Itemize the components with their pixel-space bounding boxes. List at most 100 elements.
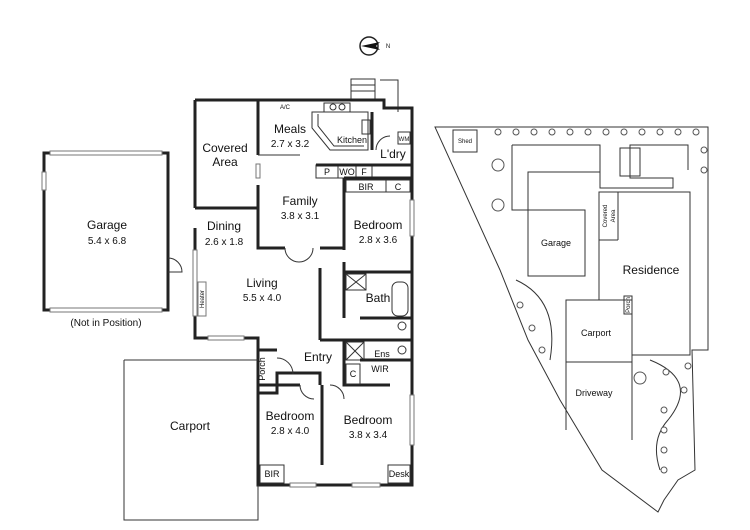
- heater-label: Heater: [200, 290, 206, 308]
- window: [255, 163, 261, 179]
- family-dims: 3.8 x 3.1: [281, 211, 320, 222]
- garage-side-door: [167, 257, 183, 273]
- tree-icon: [494, 128, 502, 136]
- cupboard-main-box: [385, 179, 411, 193]
- site-garden-curve: [515, 279, 553, 361]
- bath-vanity: [345, 273, 367, 291]
- ens-wir-wall: [342, 340, 412, 387]
- site-garden-curve: [649, 359, 681, 471]
- site-rear-deck: [619, 147, 641, 177]
- bir-main-label: BIR: [358, 182, 374, 192]
- family-double-door: [284, 247, 314, 263]
- site-shed: [452, 129, 478, 153]
- tree-icon: [491, 198, 505, 212]
- dining-dims: 2.6 x 1.8: [205, 237, 244, 248]
- ens-shower: [345, 341, 365, 361]
- site-covered-area-label: Covered: [603, 205, 609, 228]
- detached-garage: Garage 5.4 x 6.8 (Not in Position): [41, 150, 183, 329]
- compass-north-label: N: [386, 44, 390, 50]
- window: [409, 394, 415, 446]
- rear-steps: [350, 78, 376, 100]
- hall-wall: [305, 338, 344, 385]
- site-driveway: [565, 362, 633, 440]
- tree-icon: [530, 128, 538, 136]
- bedroom-3-dims: 3.8 x 3.4: [349, 430, 388, 441]
- laundry-door: [375, 135, 391, 151]
- tree-icon: [491, 158, 505, 172]
- fridge-label: F: [361, 167, 367, 177]
- ens-shower-cross: [345, 341, 365, 361]
- site-porch-label: Porch: [626, 297, 632, 313]
- porch-label: Porch: [257, 357, 267, 381]
- bedroom-divider: [258, 383, 324, 465]
- dining-family-wall: [256, 185, 285, 250]
- bedroom-2-label: Bedroom: [266, 409, 315, 423]
- tree-icon: [680, 386, 688, 394]
- bedroom-2-door: [299, 384, 315, 400]
- kitchen-bench-inner: [317, 114, 364, 147]
- desk-box: [387, 464, 411, 484]
- wir-label: WIR: [371, 364, 389, 374]
- stair-rail: [380, 79, 399, 112]
- site-driveway-label: Driveway: [575, 388, 613, 398]
- site-shed-label: Shed: [458, 139, 472, 145]
- ensuite-label: Ens: [374, 349, 390, 359]
- site-garage: [527, 209, 586, 277]
- compass: N: [359, 36, 390, 56]
- sink-bowl: [338, 103, 346, 111]
- dining-label: Dining: [207, 219, 241, 233]
- tree-icon: [662, 368, 670, 376]
- entry-door: [276, 357, 294, 375]
- pantry-label: P: [324, 167, 330, 177]
- bedroom-2-dims: 2.8 x 4.0: [271, 426, 310, 437]
- living-dims: 5.5 x 4.0: [243, 293, 282, 304]
- tree-icon: [674, 128, 682, 136]
- garage-note: (Not in Position): [70, 318, 141, 329]
- tree-icon: [660, 466, 668, 474]
- tree-icon: [516, 301, 524, 309]
- family-label: Family: [282, 194, 317, 208]
- tree-icon: [692, 128, 700, 136]
- site-boundary: [434, 126, 709, 513]
- house-outer-wall: [193, 98, 414, 487]
- site-residence-label: Residence: [623, 263, 680, 277]
- bath-label: Bath: [366, 291, 391, 305]
- tree-icon: [512, 128, 520, 136]
- tree-icon: [528, 324, 536, 332]
- toilet: [397, 321, 407, 331]
- ens-toilet: [397, 345, 407, 355]
- bir-2-box: [259, 464, 285, 484]
- sink-bowl: [329, 103, 337, 111]
- covered-area-label: Area: [212, 155, 238, 169]
- garage-label: Garage: [87, 218, 127, 232]
- cupboard-ens-box: [345, 363, 361, 385]
- tree-icon: [538, 346, 546, 354]
- wm-label: WM: [399, 137, 410, 143]
- tree-icon: [684, 362, 692, 370]
- bath-tub: [391, 281, 409, 317]
- tree-icon: [660, 446, 668, 454]
- tree-icon: [566, 128, 574, 136]
- bedroom-3-door: [329, 384, 345, 400]
- bir-2-label: BIR: [264, 469, 280, 479]
- bedroom-main-label: Bedroom: [354, 218, 403, 232]
- garage-door: [49, 150, 163, 156]
- tree-icon: [633, 371, 647, 385]
- floor-plan: Covered Area Meals 2.7 x 3.2 A/C Kitchen…: [123, 78, 415, 521]
- north-arrow-icon: [361, 42, 380, 50]
- tree-icon: [660, 426, 668, 434]
- tree-icon: [548, 128, 556, 136]
- heater-box: [197, 281, 207, 317]
- tree-icon: [700, 146, 708, 154]
- window: [207, 335, 245, 341]
- kitchen-bench: [311, 111, 369, 151]
- desk-label: Desk: [389, 469, 410, 479]
- window: [409, 199, 415, 237]
- bedroom-3-label: Bedroom: [344, 413, 393, 427]
- entry-label: Entry: [304, 350, 332, 364]
- meals-label: Meals: [274, 122, 306, 136]
- tree-icon: [584, 128, 592, 136]
- tree-icon: [656, 128, 664, 136]
- site-garage-label: Garage: [541, 238, 571, 248]
- site-plan: Shed Garage Covered Area Residence Porch…: [434, 126, 709, 513]
